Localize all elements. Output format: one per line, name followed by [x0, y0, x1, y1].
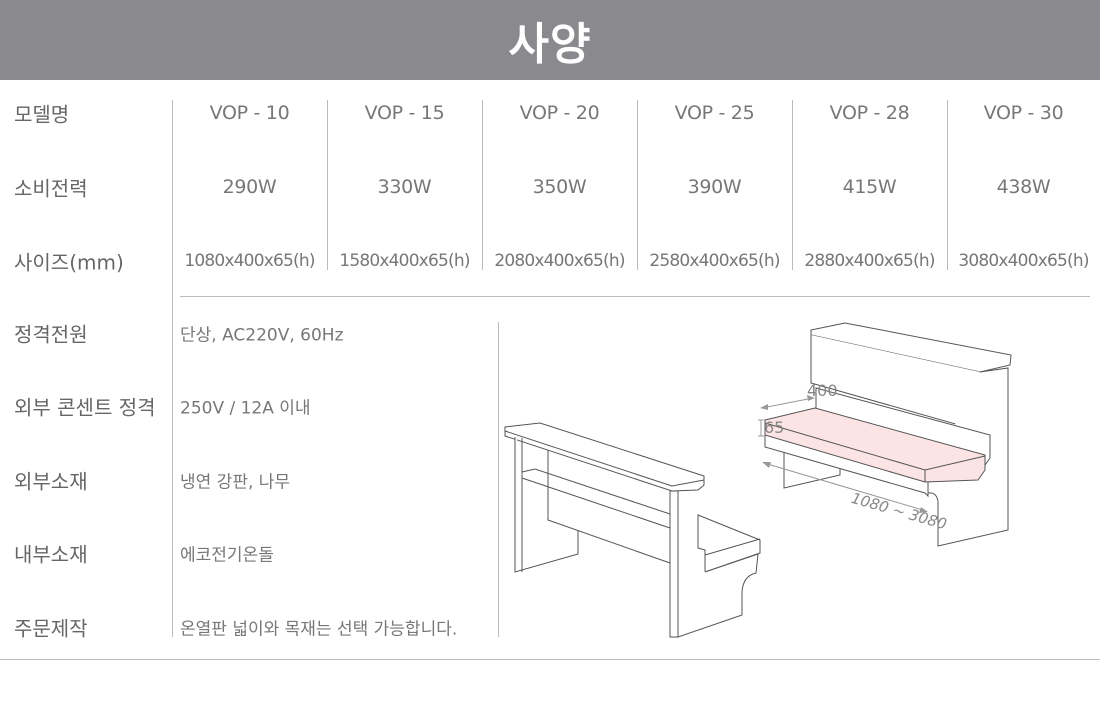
- page-title: 사양: [508, 19, 592, 70]
- label-rated-power: 정격전원: [14, 322, 88, 347]
- size-cell: 2080x400x65(h): [494, 251, 625, 271]
- bench-diagram: 400 65 1080 ~ 3080: [504, 322, 1012, 638]
- value-interior-material: 에코전기온돌: [180, 545, 274, 566]
- divider: [180, 296, 1090, 297]
- model-cell: VOP - 20: [519, 102, 600, 124]
- bench-front-view: [764, 322, 1012, 547]
- size-cell: 3080x400x65(h): [958, 251, 1089, 271]
- value-exterior-material: 냉연 강판, 나무: [180, 472, 291, 493]
- size-cell: 1580x400x65(h): [339, 251, 470, 271]
- label-custom-order: 주문제작: [14, 616, 88, 641]
- model-cell: VOP - 15: [364, 102, 445, 124]
- divider: [482, 100, 483, 270]
- model-cell: VOP - 28: [829, 102, 910, 124]
- value-outlet-rating: 250V / 12A 이내: [180, 398, 311, 419]
- label-interior-material: 내부소재: [14, 542, 88, 567]
- label-size: 사이즈(mm): [14, 250, 124, 275]
- value-custom-order: 온열판 넓이와 목재는 선택 가능합니다.: [180, 619, 458, 640]
- power-cell: 438W: [996, 176, 1051, 198]
- divider: [947, 100, 948, 270]
- bench-rear-view: [504, 422, 761, 638]
- label-outlet-rating: 외부 콘센트 정격: [14, 395, 156, 420]
- heated-seat-panel: [764, 407, 986, 483]
- model-cell: VOP - 30: [983, 102, 1064, 124]
- divider: [637, 100, 638, 270]
- divider: [327, 100, 328, 270]
- power-cell: 350W: [532, 176, 587, 198]
- label-power: 소비전력: [14, 176, 88, 201]
- model-cell: VOP - 25: [674, 102, 755, 124]
- divider: [792, 100, 793, 270]
- depth-label: 400: [807, 381, 838, 400]
- label-model: 모델명: [14, 102, 70, 127]
- size-cell: 2580x400x65(h): [649, 251, 780, 271]
- divider: [172, 100, 173, 637]
- power-cell: 290W: [222, 176, 277, 198]
- divider: [0, 659, 1100, 660]
- power-cell: 415W: [842, 176, 897, 198]
- power-cell: 330W: [377, 176, 432, 198]
- power-cell: 390W: [687, 176, 742, 198]
- length-label: 1080 ~ 3080: [849, 489, 949, 533]
- value-rated-power: 단상, AC220V, 60Hz: [180, 325, 344, 346]
- label-exterior-material: 외부소재: [14, 469, 88, 494]
- size-cell: 1080x400x65(h): [184, 251, 315, 271]
- divider: [498, 322, 499, 637]
- height-label: 65: [764, 418, 784, 437]
- model-cell: VOP - 10: [209, 102, 290, 124]
- header-bar: 사양: [0, 0, 1100, 80]
- dimension-annotations: [758, 395, 928, 513]
- size-cell: 2880x400x65(h): [804, 251, 935, 271]
